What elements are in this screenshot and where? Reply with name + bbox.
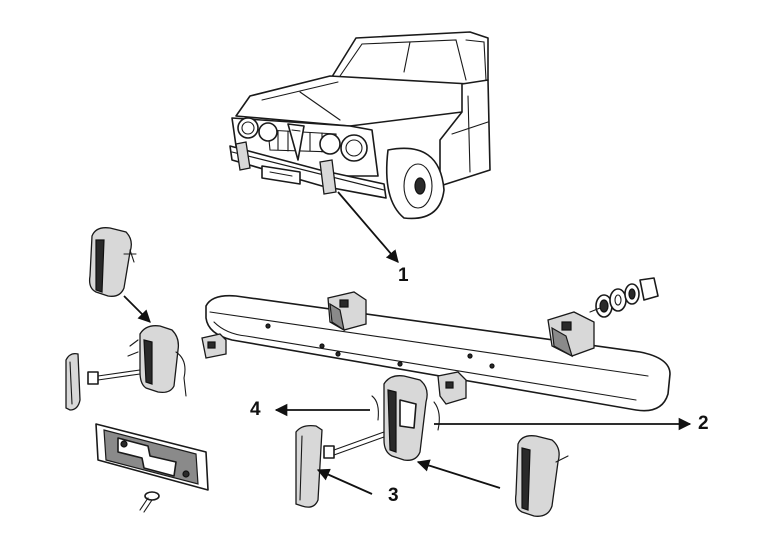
callout-1: 1 xyxy=(398,265,409,286)
callout-3: 3 xyxy=(388,485,399,506)
car-illustration xyxy=(229,31,491,220)
leader-3 xyxy=(316,468,373,495)
callout-2: 2 xyxy=(698,413,709,434)
bumper-bar xyxy=(205,294,671,412)
right-overrider-assembly xyxy=(295,375,569,517)
left-overrider-assembly xyxy=(65,227,209,513)
leader-lines xyxy=(274,191,692,495)
callout-4: 4 xyxy=(250,399,261,420)
leader-4b xyxy=(416,459,501,489)
leader-1 xyxy=(337,191,399,263)
mounting-brackets xyxy=(201,291,595,405)
bolt-and-washers xyxy=(589,277,659,318)
